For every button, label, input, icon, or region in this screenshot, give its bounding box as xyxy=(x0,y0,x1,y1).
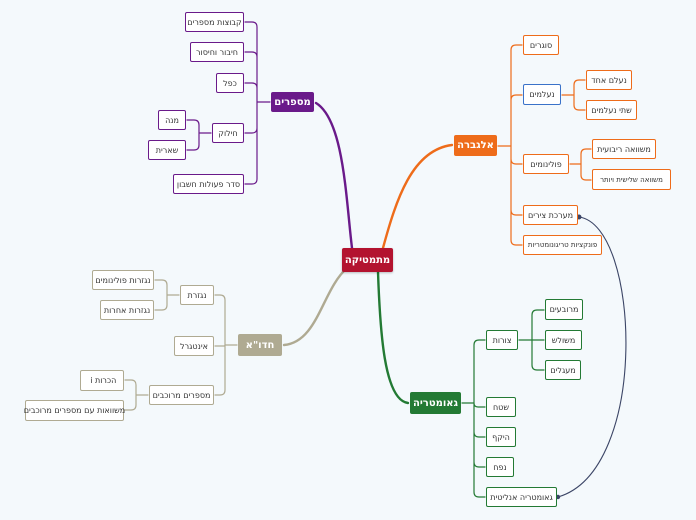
topic-unknowns[interactable]: נעלמים xyxy=(523,84,561,105)
link-polynomials-children xyxy=(569,148,592,181)
topic-cubic-equation[interactable]: משוואה שלישית ויותר xyxy=(592,169,671,190)
topic-quadrilaterals[interactable]: מרובעים xyxy=(545,299,583,320)
link-root-algebra xyxy=(381,143,454,250)
link-root-geometry xyxy=(376,270,410,405)
topic-two-unknowns[interactable]: שתי נעלמים xyxy=(586,100,637,120)
topic-one-unknown[interactable]: נעלם אחד xyxy=(586,70,632,90)
link-shapes-children xyxy=(518,309,545,371)
branch-calculus[interactable]: חדו"א xyxy=(238,334,282,356)
topic-order-of-operations[interactable]: סדר פעולות חשבון xyxy=(173,174,244,194)
link-calculus-children xyxy=(214,294,238,396)
topic-polynomials[interactable]: פולינומים xyxy=(523,154,569,174)
link-geometry-children xyxy=(461,339,486,498)
link-root-calculus xyxy=(282,266,349,347)
topic-addition-subtraction[interactable]: חיבור וחיסור xyxy=(190,42,244,62)
link-numbers-children xyxy=(244,21,271,185)
branch-algebra[interactable]: אלגברה xyxy=(454,135,497,156)
topic-quotient[interactable]: מנה xyxy=(158,110,186,130)
topic-number-sets[interactable]: קבוצות מספרים xyxy=(185,12,244,32)
topic-complex-numbers[interactable]: מספרים מרוכבים xyxy=(149,385,214,405)
topic-volume[interactable]: נפח xyxy=(486,457,514,477)
branch-geometry[interactable]: גאומטריה xyxy=(410,392,461,414)
branch-numbers[interactable]: מספרים xyxy=(271,92,314,112)
link-unknowns-children xyxy=(561,79,586,111)
topic-area[interactable]: שטח xyxy=(486,397,516,417)
topic-triangle[interactable]: משולש xyxy=(545,330,582,350)
topic-perimeter[interactable]: היקף xyxy=(486,427,516,447)
link-complex-children xyxy=(124,379,149,411)
topic-shapes[interactable]: צורות xyxy=(486,330,518,350)
topic-coordinate-system[interactable]: מערכת צירים xyxy=(523,205,578,225)
topic-analytic-geometry[interactable]: גאומטריה אנליטית xyxy=(486,487,557,507)
root-topic[interactable]: מתמטיקה xyxy=(342,248,393,272)
topic-polynomial-derivatives[interactable]: נגזרות פולינומים xyxy=(92,270,154,290)
topic-circles[interactable]: מעגלים xyxy=(545,360,581,380)
topic-remainder[interactable]: שארית xyxy=(148,140,186,160)
topic-intro-i[interactable]: הכרות ‎i‎ ‏ xyxy=(80,370,124,391)
topic-complex-equations[interactable]: משוואות עם מספרים מרוכבים xyxy=(24,400,125,421)
cross-link-coordinates-analytic xyxy=(557,216,627,498)
topic-trig-functions[interactable]: פונקציות טריגונומטריות xyxy=(523,235,602,255)
topic-quadratic-equation[interactable]: משוואה ריבועית xyxy=(592,139,656,159)
link-division-children xyxy=(186,119,212,151)
topic-division[interactable]: חילוק xyxy=(212,123,244,143)
topic-derivative[interactable]: נגזרת xyxy=(180,285,214,305)
topic-brackets[interactable]: סוגרים xyxy=(523,35,559,55)
link-derivative-children xyxy=(154,279,180,311)
topic-integral[interactable]: אינטגרל xyxy=(174,336,214,356)
link-root-numbers xyxy=(314,101,354,250)
link-algebra-children xyxy=(497,44,523,246)
topic-multiplication[interactable]: כפל xyxy=(216,73,244,93)
topic-other-derivatives[interactable]: נגזרות אחרות xyxy=(100,300,154,320)
